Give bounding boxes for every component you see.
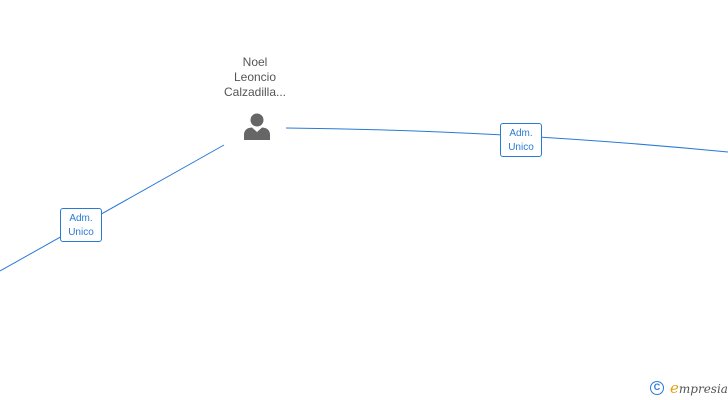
person-name-line-3: Calzadilla... xyxy=(223,85,287,99)
person-name[interactable]: Noel Leoncio Calzadilla... xyxy=(205,55,305,100)
brand-logo-initial: e xyxy=(670,379,679,397)
relation-badge-right-line-1: Adm. xyxy=(509,128,533,139)
edge-to-left xyxy=(0,144,225,272)
brand-footer: C empresia xyxy=(650,378,728,398)
person-name-line-2: Leoncio xyxy=(233,70,277,84)
brand-logo-rest: mpresia xyxy=(678,382,728,396)
relation-badge-left[interactable]: Adm. Unico xyxy=(60,208,102,242)
relation-badge-left-line-2: Unico xyxy=(68,227,94,238)
copyright-icon: C xyxy=(650,381,664,395)
person-icon[interactable] xyxy=(242,111,272,141)
relation-badge-right-line-2: Unico xyxy=(508,142,534,153)
brand-logo: empresia xyxy=(670,379,728,397)
person-name-line-1: Noel xyxy=(242,55,268,69)
relation-badge-left-line-1: Adm. xyxy=(69,213,93,224)
relation-badge-right[interactable]: Adm. Unico xyxy=(500,123,542,157)
